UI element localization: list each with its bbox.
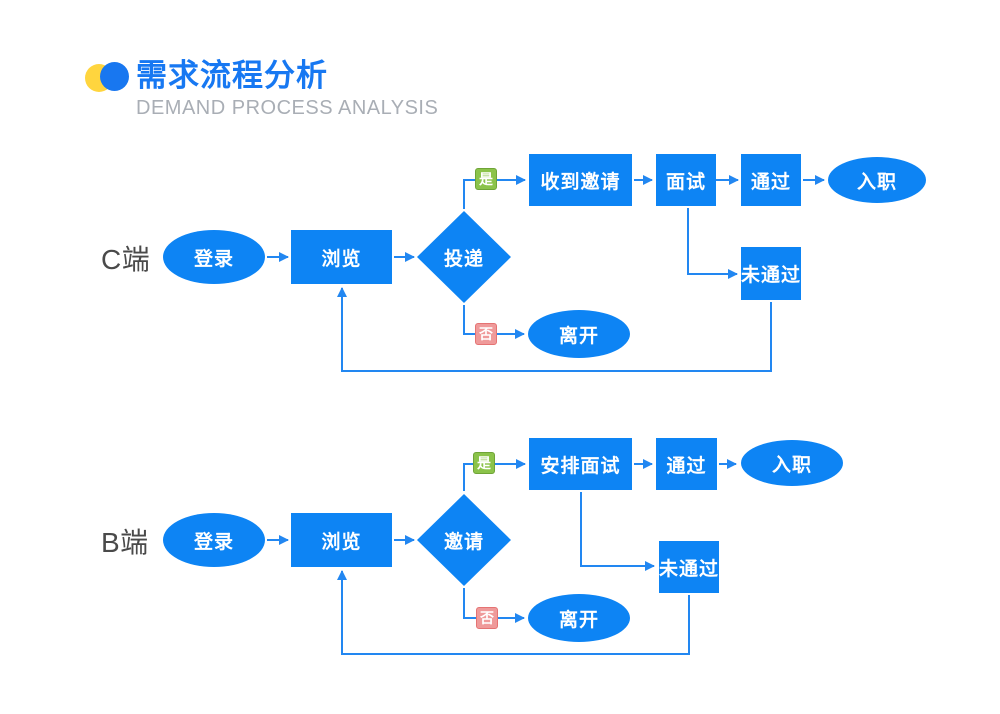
page-title: 需求流程分析	[136, 58, 328, 93]
c-no-badge: 否	[475, 323, 497, 345]
wire-c-decision-no-leave	[463, 305, 525, 339]
wire-b-decision-no-leave	[463, 588, 525, 623]
b-fail-node: 未通过	[659, 541, 719, 593]
c-leave-node: 离开	[528, 310, 630, 358]
b-yes-badge: 是	[473, 452, 495, 474]
b-login-node: 登录	[163, 513, 265, 567]
c-browse-node: 浏览	[291, 230, 392, 284]
b-onboard-node: 入职	[741, 440, 843, 486]
brand-dot-blue-icon	[100, 62, 129, 91]
b-leave-node: 离开	[528, 594, 630, 642]
b-pass-node: 通过	[656, 438, 717, 490]
c-yes-badge: 是	[475, 168, 497, 190]
c-login-node: 登录	[163, 230, 265, 284]
page-subtitle: DEMAND PROCESS ANALYSIS	[136, 97, 439, 119]
wire-c-fail-browse-loop	[337, 287, 772, 372]
wire-c-interview-fail	[687, 208, 738, 279]
b-no-badge: 否	[476, 607, 498, 629]
row-label-c-side: C端	[101, 244, 151, 275]
wire-b-fail-browse-loop	[337, 570, 690, 655]
wire-b-arrange-fail	[580, 492, 655, 571]
c-interview-node: 面试	[656, 154, 716, 206]
wire-b-decision-yes-arrange	[463, 459, 526, 491]
row-label-b-side: B端	[101, 527, 149, 558]
c-receive-invite-node: 收到邀请	[529, 154, 632, 206]
c-pass-node: 通过	[741, 154, 801, 206]
c-onboard-node: 入职	[828, 157, 926, 203]
b-browse-node: 浏览	[291, 513, 392, 567]
c-fail-node: 未通过	[741, 247, 801, 300]
b-arrange-interview-node: 安排面试	[529, 438, 632, 490]
wire-c-decision-yes-invite	[463, 175, 526, 209]
